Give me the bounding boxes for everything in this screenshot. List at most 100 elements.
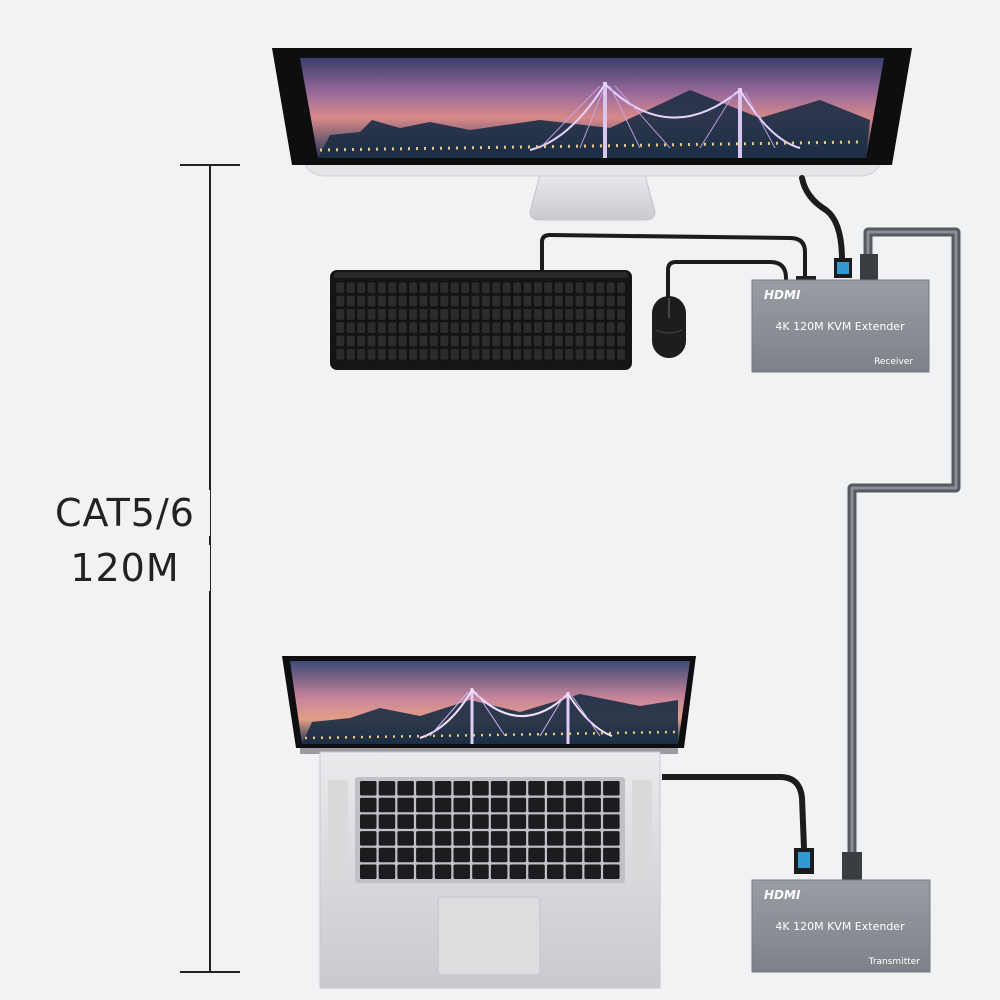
key (356, 308, 366, 321)
key (565, 781, 583, 796)
key (429, 348, 439, 361)
key (564, 295, 574, 308)
key (416, 864, 433, 879)
key (450, 308, 460, 321)
key (360, 847, 377, 863)
key (434, 847, 452, 863)
key (616, 348, 626, 361)
key (603, 831, 620, 846)
key (528, 781, 545, 796)
key (408, 321, 418, 334)
key (522, 295, 533, 308)
key (606, 295, 616, 308)
key (460, 295, 470, 308)
key (470, 334, 481, 347)
key (472, 797, 489, 813)
key (450, 295, 460, 308)
key (366, 308, 377, 321)
key (434, 814, 452, 829)
key (429, 334, 439, 347)
key (387, 321, 397, 334)
key (595, 281, 605, 294)
key (408, 281, 418, 294)
key (398, 308, 408, 321)
key (543, 308, 553, 321)
key (547, 847, 564, 863)
key (606, 321, 616, 334)
key (398, 281, 408, 294)
receiver-unit: HDMI 4K 120M KVM Extender Receiver (751, 254, 930, 373)
key (356, 334, 366, 347)
transmitter-model-label: 4K 120M KVM Extender (775, 920, 905, 933)
key (547, 864, 564, 879)
key (360, 781, 377, 796)
key (439, 281, 449, 294)
key (490, 864, 508, 879)
key (528, 864, 545, 879)
key (522, 308, 533, 321)
receiver-hdmi-logo: HDMI (764, 288, 801, 302)
key (585, 281, 595, 294)
key (408, 348, 418, 361)
key (398, 295, 408, 308)
key (387, 348, 397, 361)
key (574, 281, 585, 294)
key (509, 814, 527, 829)
key (584, 847, 601, 863)
key (584, 831, 601, 846)
keyboard-cable (540, 232, 807, 282)
key (603, 864, 620, 879)
key (397, 781, 414, 796)
key (377, 321, 387, 334)
key (533, 321, 543, 334)
key (460, 321, 470, 334)
distance-label-cable: CAT5/6 (40, 490, 210, 536)
key (439, 295, 449, 308)
key (603, 781, 620, 796)
key (565, 831, 583, 846)
key (606, 281, 616, 294)
key (509, 847, 527, 863)
key (416, 781, 433, 796)
key (398, 348, 408, 361)
key (528, 847, 545, 863)
key (574, 295, 585, 308)
key (378, 847, 396, 863)
key (335, 295, 345, 308)
key (490, 847, 508, 863)
key (502, 321, 512, 334)
key (453, 781, 470, 796)
transmitter-hdmi-logo: HDMI (764, 888, 801, 902)
key (346, 295, 356, 308)
key (453, 847, 470, 863)
key (408, 308, 418, 321)
key (439, 321, 449, 334)
key (491, 308, 501, 321)
key (595, 334, 605, 347)
key (472, 814, 489, 829)
key (434, 797, 452, 813)
key (543, 334, 553, 347)
key (616, 308, 626, 321)
key (472, 864, 489, 879)
key (378, 814, 396, 829)
key (603, 797, 620, 813)
key (565, 797, 583, 813)
key (434, 831, 452, 846)
key (356, 348, 366, 361)
key (603, 814, 620, 829)
key (585, 321, 595, 334)
monitor-hdmi-cable (799, 175, 845, 275)
key (543, 281, 553, 294)
key (346, 308, 356, 321)
key (470, 321, 481, 334)
key (418, 281, 429, 294)
key (543, 321, 553, 334)
key (585, 334, 595, 347)
key (377, 308, 387, 321)
key (564, 321, 574, 334)
key (397, 864, 414, 879)
key (418, 295, 429, 308)
key (533, 281, 543, 294)
